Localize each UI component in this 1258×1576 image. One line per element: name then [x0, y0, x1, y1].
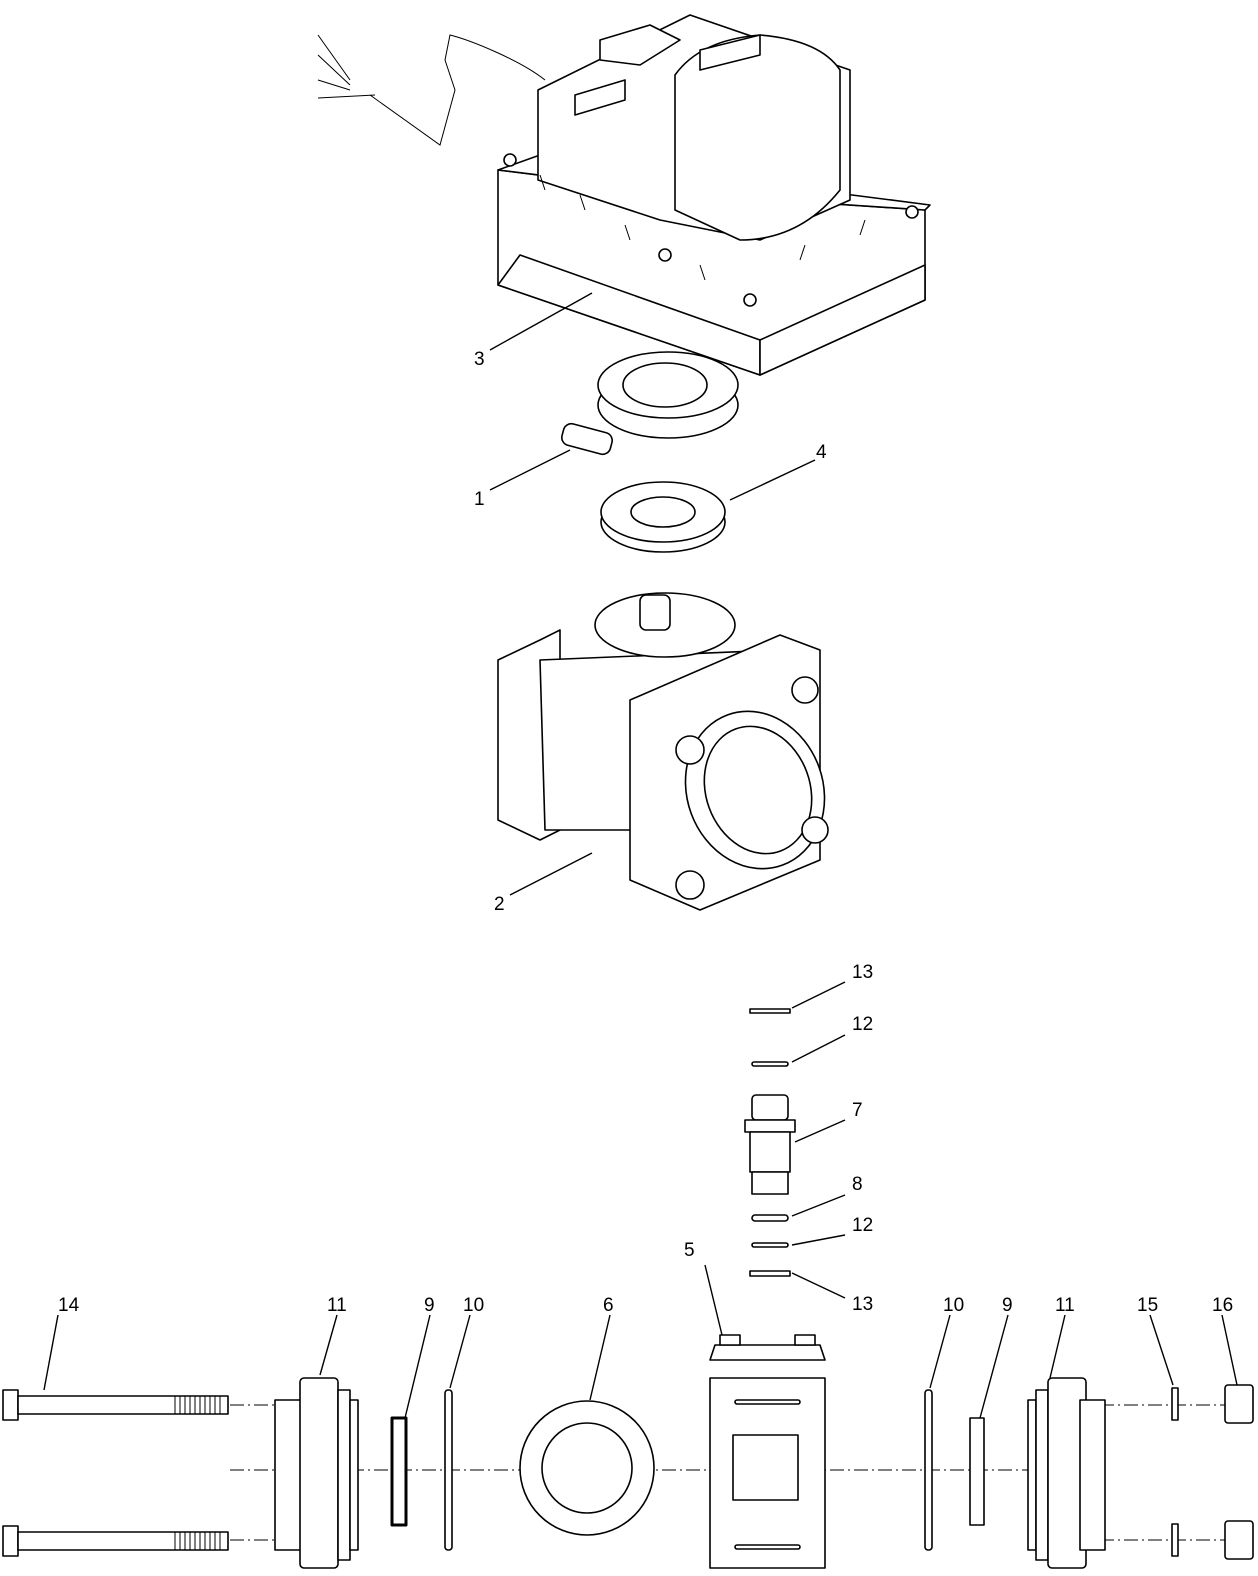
leader-line	[489, 449, 571, 491]
leader-line	[794, 1119, 846, 1143]
oring-left-part-10	[444, 1389, 453, 1551]
leader-line	[509, 852, 593, 896]
leader-line	[979, 1314, 1009, 1419]
leader-line	[791, 1234, 846, 1246]
washer-part-15	[1171, 1387, 1179, 1421]
callout-label: 4	[816, 442, 827, 463]
callout-label: 9	[424, 1295, 435, 1316]
nut-part-16	[1224, 1384, 1254, 1424]
callout-label: 13	[852, 962, 873, 983]
callout-label: 16	[1212, 1295, 1233, 1316]
valve-body-part-5	[709, 1334, 826, 1569]
leader-line	[1049, 1314, 1066, 1379]
leader-line	[929, 1314, 951, 1389]
flange-left-part-11	[274, 1377, 359, 1569]
callout-label: 12	[852, 1014, 873, 1035]
bolts-part-14	[2, 1389, 229, 1557]
flange-right-part-11	[1027, 1377, 1106, 1569]
callout-label: 11	[1055, 1295, 1075, 1316]
washer-part-4	[600, 481, 726, 553]
ball-seat-part-6	[519, 1400, 655, 1536]
callout-label: 11	[327, 1295, 347, 1316]
stem-seals	[744, 1008, 796, 1277]
leader-line	[449, 1314, 471, 1389]
callout-label: 5	[684, 1240, 695, 1261]
leader-line	[791, 1272, 846, 1299]
callout-label: 14	[58, 1295, 80, 1316]
callout-label: 6	[603, 1295, 614, 1316]
oring-right-part-10	[924, 1389, 933, 1551]
callout-label: 15	[1137, 1295, 1158, 1316]
leader-line	[319, 1314, 338, 1376]
leader-line	[729, 459, 816, 501]
leader-line	[43, 1314, 59, 1391]
actuator-part-3	[317, 14, 931, 376]
coupler-collar-part-1	[561, 351, 739, 456]
gasket-left-part-9	[390, 1416, 408, 1527]
leader-line	[489, 292, 593, 351]
callout-label: 7	[852, 1100, 863, 1121]
leader-line	[704, 1264, 723, 1336]
callout-label: 8	[852, 1174, 863, 1195]
leader-line	[589, 1314, 611, 1401]
leader-line	[1221, 1314, 1238, 1386]
callout-label: 10	[943, 1295, 964, 1316]
gasket-right-part-9	[969, 1417, 985, 1526]
callout-label: 13	[852, 1294, 873, 1315]
callout-label: 3	[474, 349, 485, 370]
callout-label: 9	[1002, 1295, 1013, 1316]
stem-part-7	[744, 1094, 796, 1195]
callout-label: 1	[474, 489, 485, 510]
callout-label: 2	[494, 894, 505, 915]
callout-label: 10	[463, 1295, 484, 1316]
leader-line	[1149, 1314, 1174, 1386]
leader-line	[791, 981, 846, 1009]
leader-line	[791, 1194, 846, 1217]
callout-label: 12	[852, 1215, 873, 1236]
leader-line	[404, 1314, 431, 1419]
leader-line	[791, 1034, 846, 1063]
ball-valve-part-2	[497, 592, 829, 911]
